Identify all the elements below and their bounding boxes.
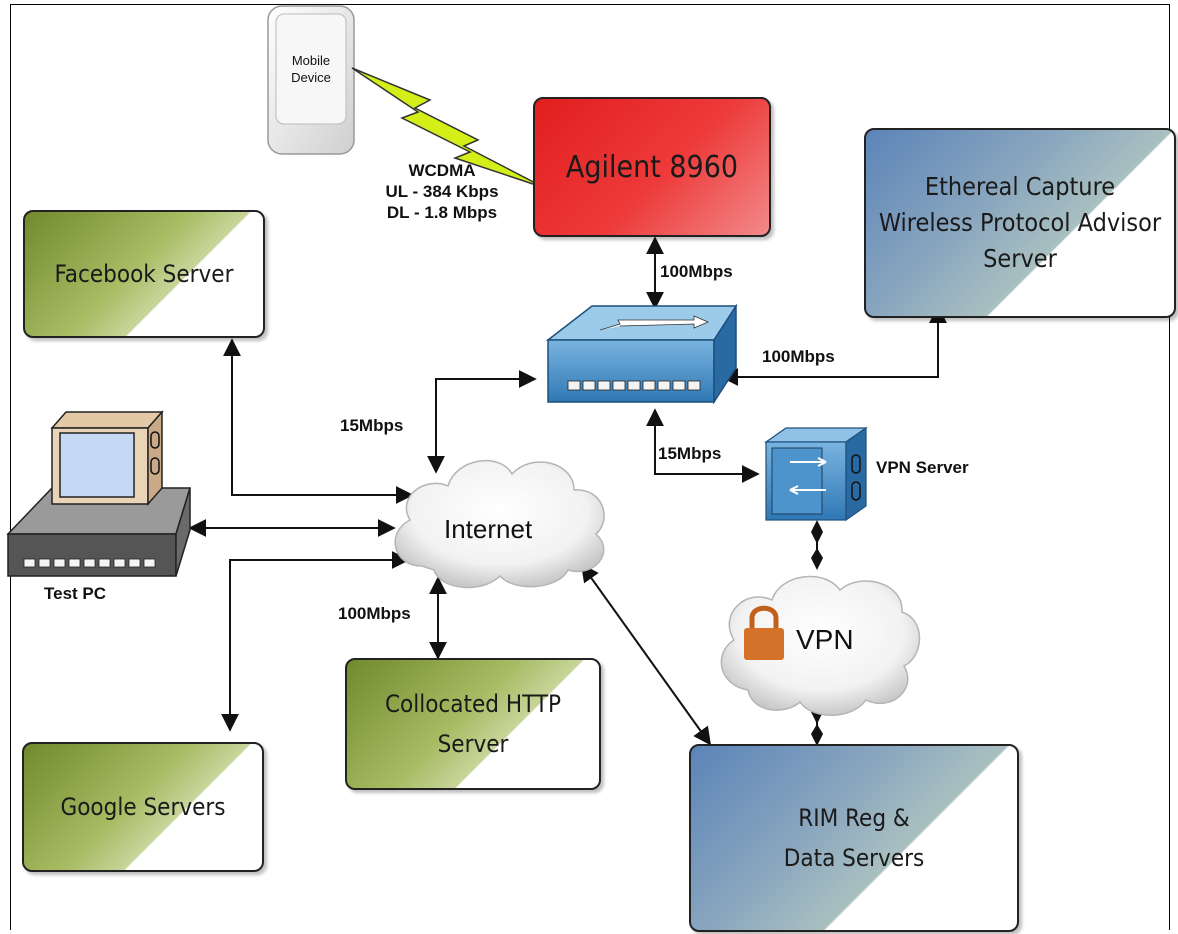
test-pc-icon <box>6 410 192 577</box>
network-switch-icon <box>545 303 738 405</box>
link-label-agilent-switch: 100Mbps <box>660 262 733 281</box>
link-internet-rim <box>580 563 712 746</box>
vpn-server-icon <box>764 426 868 522</box>
link-label-internet-switch: 15Mbps <box>340 416 404 435</box>
agilent-8960-label: Agilent 8960 <box>565 149 739 185</box>
link-switch-internet <box>427 370 537 474</box>
wcdma-line2: UL - 384 Kbps <box>385 182 499 201</box>
facebook-server-box: Facebook Server <box>23 210 265 338</box>
link-label-internet-collocated: 100Mbps <box>338 604 411 623</box>
wcdma-line3: DL - 1.8 Mbps <box>386 203 498 222</box>
collocated-line1: Collocated HTTP <box>384 690 562 718</box>
mobile-device-line1: Mobile <box>291 53 331 68</box>
diagram-frame <box>10 4 1170 930</box>
ethereal-line1: Ethereal Capture <box>924 172 1116 201</box>
rim-data-servers-box: RIM Reg & Data Servers <box>689 744 1019 932</box>
wcdma-label: WCDMA UL - 384 Kbps DL - 1.8 Mbps <box>372 160 512 223</box>
padlock-icon <box>744 605 784 660</box>
link-switch-ethereal <box>720 305 947 386</box>
internet-cloud-icon <box>394 459 605 589</box>
link-google-internet <box>221 551 410 732</box>
internet-label: Internet <box>444 514 533 544</box>
wcdma-line1: WCDMA <box>408 161 476 180</box>
link-facebook-internet <box>223 338 414 504</box>
mobile-device-icon <box>267 5 355 155</box>
google-servers-box: Google Servers <box>22 742 264 872</box>
link-label-switch-vpn: 15Mbps <box>658 444 722 463</box>
ethereal-line2: Wireless Protocol Advisor <box>878 208 1162 237</box>
collocated-http-server-box: Collocated HTTP Server <box>345 658 601 790</box>
ethereal-line3: Server <box>983 244 1057 273</box>
facebook-server-label: Facebook Server <box>54 260 234 288</box>
mobile-device-label: Mobile Device <box>276 52 346 86</box>
collocated-line2: Server <box>437 730 509 758</box>
mobile-device-line2: Device <box>291 70 331 85</box>
link-switch-vpn <box>646 408 760 483</box>
test-pc-label: Test PC <box>44 584 107 603</box>
rim-line1: RIM Reg & <box>798 804 910 832</box>
google-servers-label: Google Servers <box>60 793 226 821</box>
agilent-8960-box: Agilent 8960 <box>533 97 771 237</box>
link-vpnserver-vpn <box>811 520 823 570</box>
link-label-switch-ethereal: 100Mbps <box>762 347 835 366</box>
rim-line2: Data Servers <box>783 844 925 872</box>
vpn-server-label: VPN Server <box>876 458 969 477</box>
ethereal-capture-box: Ethereal Capture Wireless Protocol Advis… <box>864 128 1176 318</box>
vpn-cloud-label: VPN <box>796 624 854 655</box>
